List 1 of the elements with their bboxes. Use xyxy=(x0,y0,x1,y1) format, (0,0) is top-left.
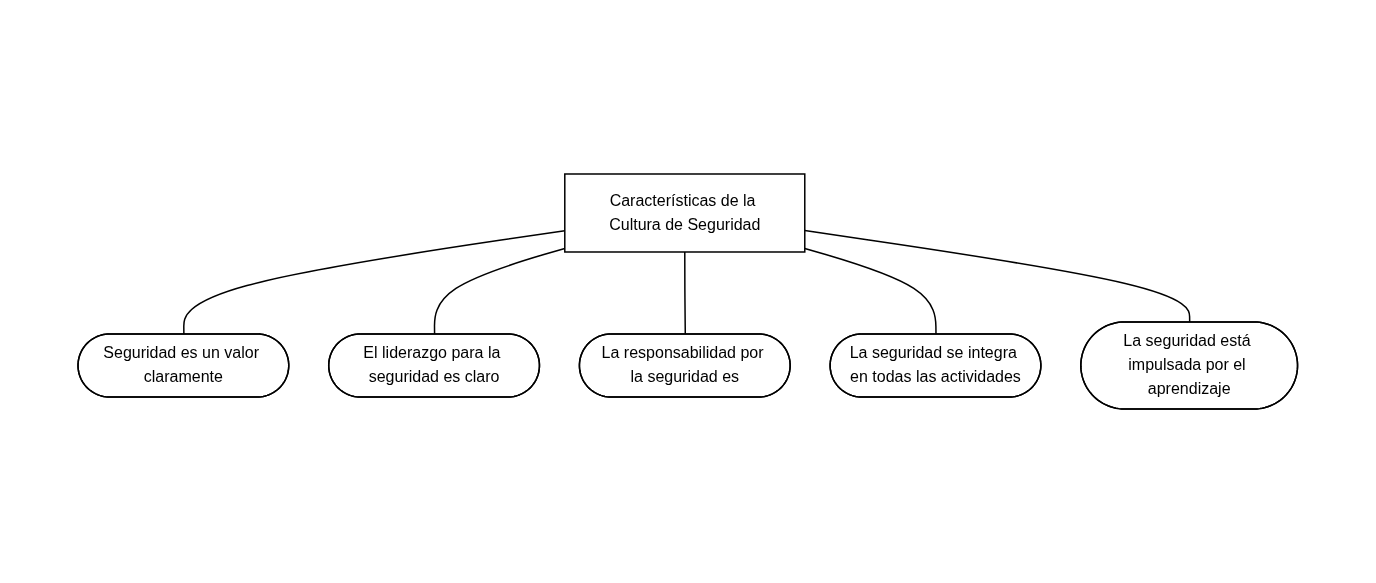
node-box: Características de la Cultura de Seguridad xyxy=(564,173,806,253)
